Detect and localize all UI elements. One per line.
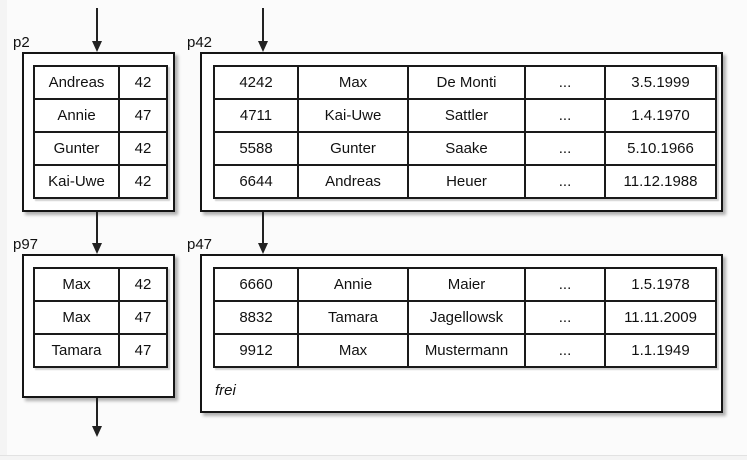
table-cell: Annie	[33, 98, 120, 133]
table-cell: ...	[524, 98, 606, 133]
table-cell: 1.4.1970	[604, 98, 717, 133]
arrow-down-icon	[262, 8, 264, 42]
table-cell: 5588	[213, 131, 299, 166]
table-cell: Kai-Uwe	[297, 98, 409, 133]
table-cell: 47	[118, 98, 168, 133]
arrow-down-icon	[258, 41, 268, 52]
arrow-down-icon	[258, 243, 268, 254]
arrow-down-icon	[96, 212, 98, 244]
table-cell: ...	[524, 333, 606, 368]
table-cell: ...	[524, 65, 606, 100]
table-cell: ...	[524, 267, 606, 302]
arrow-down-icon	[92, 243, 102, 254]
table-cell: Max	[33, 267, 120, 302]
table-cell: Andreas	[33, 65, 120, 100]
table-cell: 9912	[213, 333, 299, 368]
table-cell: 42	[118, 164, 168, 199]
table-cell: Gunter	[297, 131, 409, 166]
table-cell: Saake	[407, 131, 526, 166]
table-cell: 47	[118, 333, 168, 368]
table-cell: 42	[118, 267, 168, 302]
table-cell: 4242	[213, 65, 299, 100]
table-cell: 47	[118, 300, 168, 335]
table-cell: Heuer	[407, 164, 526, 199]
free-space-label: frei	[215, 382, 236, 399]
page-label-p42: p42	[187, 34, 213, 51]
table-cell: 42	[118, 65, 168, 100]
table-cell: Maier	[407, 267, 526, 302]
table-cell: ...	[524, 164, 606, 199]
table-cell: Annie	[297, 267, 409, 302]
table-cell: Max	[297, 333, 409, 368]
bottom-band	[0, 456, 747, 460]
table-cell: Mustermann	[407, 333, 526, 368]
table-cell: Sattler	[407, 98, 526, 133]
table-cell: De Monti	[407, 65, 526, 100]
table-cell: 1.1.1949	[604, 333, 717, 368]
arrow-down-icon	[92, 426, 102, 437]
arrow-down-icon	[96, 8, 98, 42]
table-cell: 3.5.1999	[604, 65, 717, 100]
table-cell: 8832	[213, 300, 299, 335]
table-cell: 6644	[213, 164, 299, 199]
table-cell: 4711	[213, 98, 299, 133]
arrow-down-icon	[262, 212, 264, 244]
arrow-down-icon	[96, 398, 98, 427]
table-cell: Kai-Uwe	[33, 164, 120, 199]
page-label-p2: p2	[13, 34, 30, 51]
table-cell: Jagellowsk	[407, 300, 526, 335]
table-cell: Tamara	[33, 333, 120, 368]
table-cell: 11.11.2009	[604, 300, 717, 335]
left-edge-band	[0, 0, 7, 460]
table-cell: 42	[118, 131, 168, 166]
table-cell: ...	[524, 131, 606, 166]
table-cell: 11.12.1988	[604, 164, 717, 199]
bottom-divider	[0, 455, 747, 456]
table-cell: Tamara	[297, 300, 409, 335]
table-cell: Gunter	[33, 131, 120, 166]
arrow-down-icon	[92, 41, 102, 52]
table-cell: Andreas	[297, 164, 409, 199]
table-cell: 1.5.1978	[604, 267, 717, 302]
table-cell: Max	[33, 300, 120, 335]
table-cell: 5.10.1966	[604, 131, 717, 166]
table-cell: Max	[297, 65, 409, 100]
table-cell: 6660	[213, 267, 299, 302]
page-label-p97: p97	[13, 236, 39, 253]
table-cell: ...	[524, 300, 606, 335]
page-label-p47: p47	[187, 236, 213, 253]
